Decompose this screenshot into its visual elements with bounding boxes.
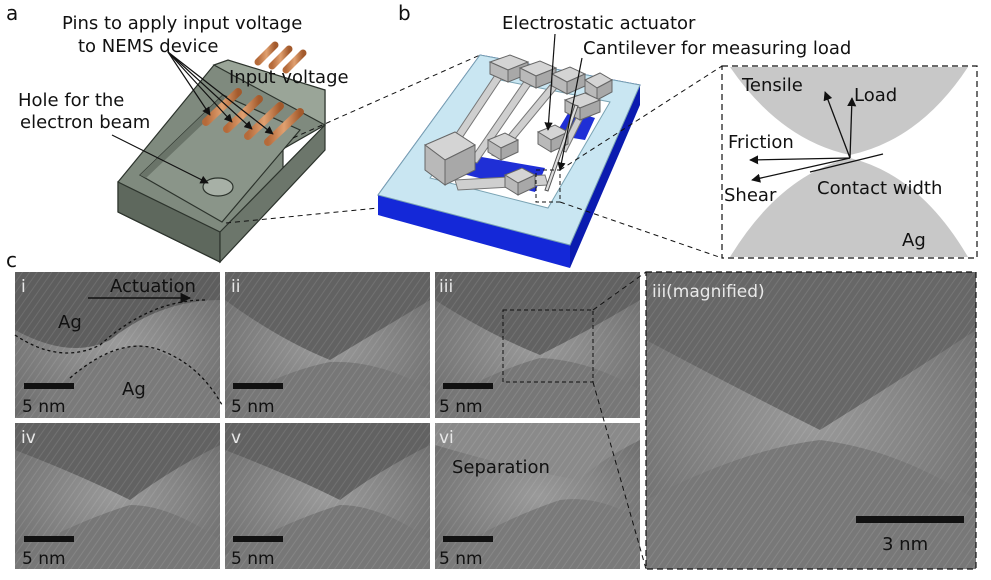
frame-iii-scale: 5 nm — [439, 397, 483, 417]
tem-frame-iii: iii 5 nm — [435, 272, 640, 418]
panel-c: c i Actuation Ag Ag 5 nm ii 5 nm — [6, 248, 977, 570]
electron-beam-hole — [202, 177, 234, 197]
tem-frame-magnified: iii(magnified) 3 nm — [645, 271, 977, 570]
magnify-region-box — [502, 309, 594, 383]
actuator-label: Electrostatic actuator — [502, 13, 696, 34]
input-voltage-label: Input voltage — [229, 67, 349, 88]
frame-iv-label: iv — [21, 428, 36, 448]
hole-label-line2: electron beam — [20, 112, 150, 133]
cantilever-label: Cantilever for measuring load — [583, 38, 851, 59]
panel-b: b — [377, 1, 978, 268]
tem-frame-ii: ii 5 nm — [225, 272, 430, 418]
tensile-label: Tensile — [741, 75, 803, 96]
tem-frame-iv: iv 5 nm — [15, 423, 220, 569]
frame-ii-label: ii — [231, 277, 240, 297]
contact-inset: Tensile Load Friction Shear Contact widt… — [721, 65, 978, 259]
magnified-scale: 3 nm — [882, 534, 928, 555]
pins — [202, 41, 307, 146]
load-label: Load — [854, 85, 897, 106]
frame-vi-label: vi — [439, 428, 454, 448]
panel-c-letter: c — [6, 248, 17, 272]
pins-label-line1: Pins to apply input voltage — [62, 13, 302, 34]
frame-vi-scale: 5 nm — [439, 549, 483, 569]
frame-ii-scale: 5 nm — [231, 397, 275, 417]
contact-width-label: Contact width — [817, 178, 942, 199]
frame-v-scale: 5 nm — [231, 549, 275, 569]
tem-frame-v: v 5 nm — [225, 423, 430, 569]
ag-top-label: Ag — [58, 312, 82, 333]
shear-label: Shear — [724, 185, 777, 206]
frame-i-scale: 5 nm — [22, 397, 66, 417]
frame-iv-scale: 5 nm — [22, 549, 66, 569]
nems-chip — [377, 54, 641, 268]
frame-i-label: i — [21, 277, 26, 297]
panel-a: a Pins to app — [6, 1, 481, 264]
hole-label-line1: Hole for the — [18, 90, 124, 111]
panel-a-letter: a — [6, 1, 18, 25]
ag-bottom-label: Ag — [122, 379, 146, 400]
nems-holder — [117, 59, 326, 264]
tem-frame-vi: vi Separation 5 nm — [435, 423, 640, 569]
separation-label: Separation — [452, 457, 550, 478]
panel-b-letter: b — [398, 1, 411, 25]
magnified-label: iii(magnified) — [652, 282, 765, 302]
frame-iii-label: iii — [439, 277, 453, 297]
friction-label: Friction — [728, 132, 794, 153]
pins-label-line2: to NEMS device — [78, 36, 218, 57]
actuation-label: Actuation — [110, 276, 196, 297]
frame-v-label: v — [231, 428, 241, 448]
tem-frame-i: i Actuation Ag Ag 5 nm — [14, 272, 223, 418]
ag-label-inset: Ag — [902, 230, 926, 251]
